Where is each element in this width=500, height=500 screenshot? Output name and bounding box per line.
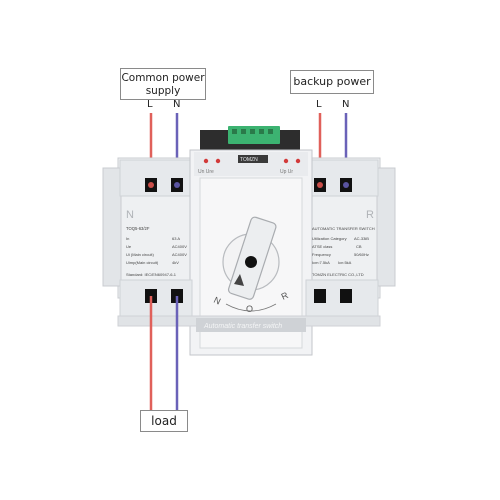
terminal-label-n-common: N [173,99,181,110]
knob-mark-n: N [212,295,222,307]
knob-arc [225,303,277,312]
knob-pointer [234,274,244,286]
caption-strip [196,318,306,332]
left-plate-standard: Standard: IEC/EN60947-6-1 [126,272,177,277]
lp-row-1-key: Ue [126,244,132,249]
right-side-mark: R [366,209,374,221]
knob-mark-r: R [280,290,291,302]
rp-row-3-key: Icm:7.5kA [312,260,330,265]
signal-terminal-block [228,126,280,144]
knob-center [245,256,257,268]
indicator-left-text: Un Ure [198,169,214,175]
lp-row-3-val: 4kV [172,260,179,265]
bottom-caption: Automatic transfer switch [203,323,282,330]
knob-mark-o: O [246,304,253,314]
lp-row-2-val: AC400V [172,252,187,257]
brand-text: TOMZN [240,157,258,163]
lp-row-0-key: In [126,236,129,241]
brand-plate [238,155,268,163]
lp-row-0-val: 63 A [172,236,180,241]
lp-row-1-val: AC400V [172,244,187,249]
rp-row-1-key: ATSE class [312,244,332,249]
left-shoulder [102,167,122,287]
terminal-label-l-common: L [147,99,153,110]
indicator-right-text: Up Ur [280,169,293,175]
terminal-label-n-backup: N [342,99,350,110]
common-power-label: Common power supply [120,68,206,100]
rp-row-1-val: CB [356,244,362,249]
rp-row-2-val: 50/60Hz [354,252,369,257]
right-shoulder [376,167,396,287]
terminal-label-l-backup: L [316,99,322,110]
load-label: load [140,410,188,432]
rp-row-2-key: Frequency [312,252,331,257]
rp-row-0-key: Utilization Category [312,236,347,241]
right-plate-maker: TOMZN ELECTRIC CO.,LTD [312,272,364,277]
rp-row-0-val: AC-33iB [354,236,369,241]
lp-row-2-key: Ui (Main circuit) [126,252,154,257]
backup-power-label: backup power [290,70,374,94]
left-side-mark: N [126,209,134,221]
terminal-hole [340,289,352,303]
left-plate-model: TOQ5-63/2F [126,226,150,231]
lp-row-3-key: Uimp(Main circuit) [126,260,159,265]
terminal-hole [314,289,326,303]
rp-row-3-val: Icn:5kA [338,260,352,265]
right-plate-title: AUTOMATIC TRANSFER SWITCH [312,226,375,231]
